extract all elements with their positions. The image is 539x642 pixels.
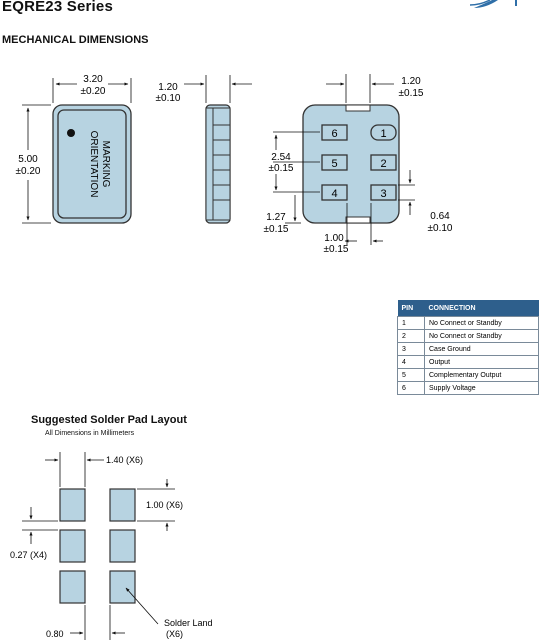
- solder-pad: [59, 570, 86, 604]
- company-logo: [469, 0, 517, 8]
- marking-text-1: MARKING: [100, 141, 111, 188]
- pin-label-6: 6: [331, 128, 337, 140]
- pad-length-dim-tol: ±0.15: [324, 244, 349, 255]
- pin-cell: 5: [397, 368, 425, 382]
- dim-gap: 0.27 (X4): [10, 550, 47, 560]
- connection-cell: Output: [424, 355, 539, 369]
- height-dim-value: 5.00: [18, 154, 38, 165]
- pitch-dim-value: 2.54: [271, 152, 291, 163]
- height-dim-tol: ±0.20: [16, 166, 41, 177]
- connection-cell: No Connect or Standby: [424, 316, 539, 330]
- solder-pad: [109, 570, 136, 604]
- pad-width-dim-tol: ±0.15: [399, 88, 424, 99]
- connection-cell: Case Ground: [424, 342, 539, 356]
- edge-dim-value: 1.27: [266, 212, 286, 223]
- pin-header: PIN: [397, 300, 425, 317]
- solder-pad: [109, 529, 136, 563]
- connection-cell: Complementary Output: [424, 368, 539, 382]
- connection-header: CONNECTION: [424, 300, 539, 317]
- solder-pad: [59, 488, 86, 522]
- section-title: MECHANICAL DIMENSIONS: [2, 34, 149, 46]
- solder-pad: [109, 488, 136, 522]
- pin-label-1: 1: [380, 128, 386, 140]
- pad-height-dim-tol: ±0.10: [428, 223, 453, 234]
- pad-4: [321, 184, 348, 201]
- pad-length-dim-value: 1.00: [324, 233, 344, 244]
- solder-land-label: Solder Land: [164, 618, 213, 628]
- pad-width-dim-value: 1.20: [401, 76, 421, 87]
- marking-text-2: ORIENTATION: [88, 131, 99, 198]
- pad-3: [370, 184, 397, 201]
- width-dim-tol: ±0.20: [81, 86, 106, 97]
- dim-pad-height: 1.00 (X6): [146, 500, 183, 510]
- pin-cell: 3: [397, 342, 425, 356]
- pad-1: [370, 124, 397, 141]
- dim-pad-width: 1.40 (X6): [106, 455, 143, 465]
- solder-land-count: (X6): [166, 629, 183, 639]
- pin-label-3: 3: [380, 188, 386, 200]
- pin-cell: 6: [397, 381, 425, 395]
- pin-cell: 2: [397, 329, 425, 343]
- bottom-view: 6 1 5 2 4 3 1.20 ±0.15 2.54 ±0.15 1.27 ±…: [264, 74, 453, 255]
- top-view: MARKING ORIENTATION 3.20 ±0.20 5.00 ±0.2…: [16, 74, 132, 224]
- pin-cell: 1: [397, 316, 425, 330]
- side-view: 1.20 ±0.10: [156, 75, 252, 224]
- pad-6: [321, 124, 348, 141]
- connection-cell: No Connect or Standby: [424, 329, 539, 343]
- pad-5: [321, 154, 348, 171]
- pad-2: [370, 154, 397, 171]
- width-dim-value: 3.20: [83, 74, 103, 85]
- thickness-dim-value: 1.20: [158, 82, 178, 93]
- edge-dim-tol: ±0.15: [264, 224, 289, 235]
- solder-layout-subtitle: All Dimensions in Millimeters: [45, 430, 135, 437]
- pin-table-header: PIN CONNECTION: [397, 300, 539, 317]
- dim-bottom: 0.80: [46, 629, 64, 639]
- pad-height-dim-value: 0.64: [430, 211, 450, 222]
- solder-layout: 1.40 (X6) 1.00 (X6) 0.27 (X4) 0.80 Solde…: [10, 452, 213, 640]
- solder-layout-title: Suggested Solder Pad Layout: [31, 414, 187, 426]
- thickness-dim-tol: ±0.10: [156, 93, 181, 104]
- pin-label-4: 4: [331, 188, 337, 200]
- pin-label-2: 2: [380, 158, 386, 170]
- pitch-dim-tol: ±0.15: [269, 163, 294, 174]
- pin1-dot: [67, 129, 75, 137]
- pin-label-5: 5: [331, 158, 337, 170]
- series-title: EQRE23 Series: [2, 0, 113, 15]
- connection-cell: Supply Voltage: [424, 381, 539, 395]
- solder-pad: [59, 529, 86, 563]
- pin-cell: 4: [397, 355, 425, 369]
- package-lid: [57, 109, 127, 219]
